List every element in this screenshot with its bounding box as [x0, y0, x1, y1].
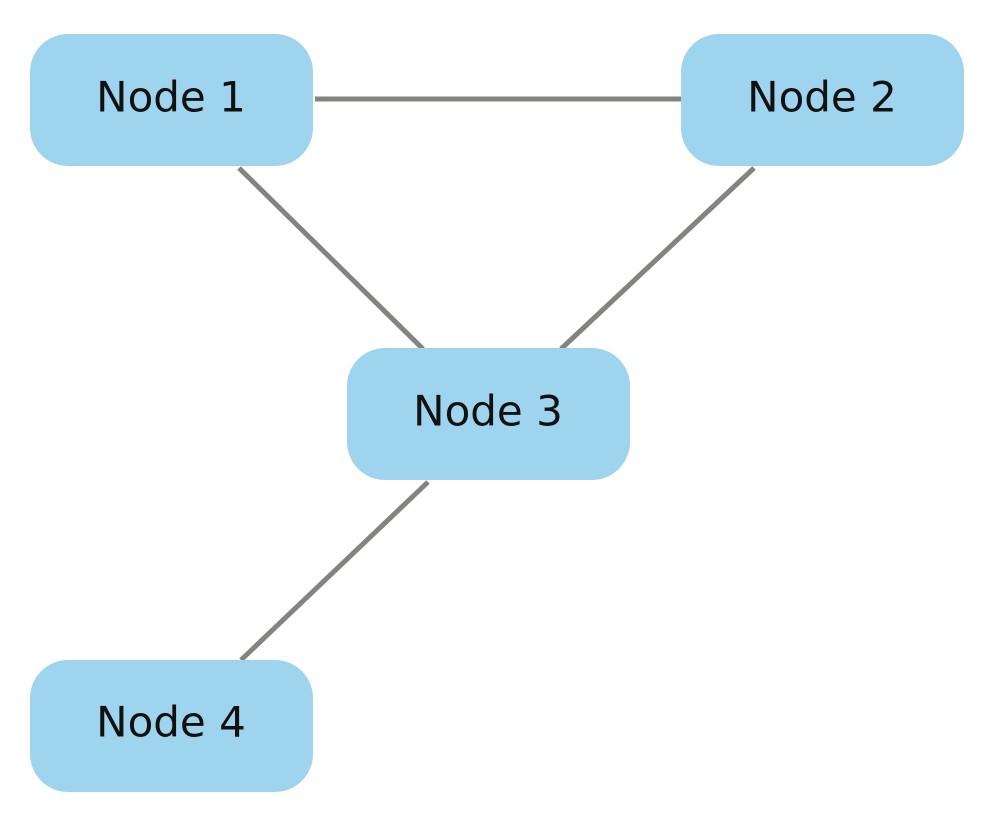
node-1-box: [30, 34, 313, 166]
node-2-box: [681, 34, 964, 166]
edge-node1-node3: [237, 166, 425, 351]
nodes-layer: Node 1 Node 2 Node 3 Node 4: [30, 34, 964, 792]
node-3-box: [347, 348, 630, 480]
edge-node2-node3: [559, 166, 756, 351]
node-1[interactable]: Node 1: [30, 34, 313, 166]
node-4[interactable]: Node 4: [30, 660, 313, 792]
edges-layer: [237, 96, 756, 662]
node-3[interactable]: Node 3: [347, 348, 630, 480]
node-4-box: [30, 660, 313, 792]
node-4-label: Node 4: [96, 698, 246, 747]
node-2-label: Node 2: [747, 73, 897, 122]
edge-node3-node4: [239, 480, 430, 662]
node-2[interactable]: Node 2: [681, 34, 964, 166]
node-3-label: Node 3: [413, 387, 563, 436]
node-1-label: Node 1: [96, 73, 246, 122]
